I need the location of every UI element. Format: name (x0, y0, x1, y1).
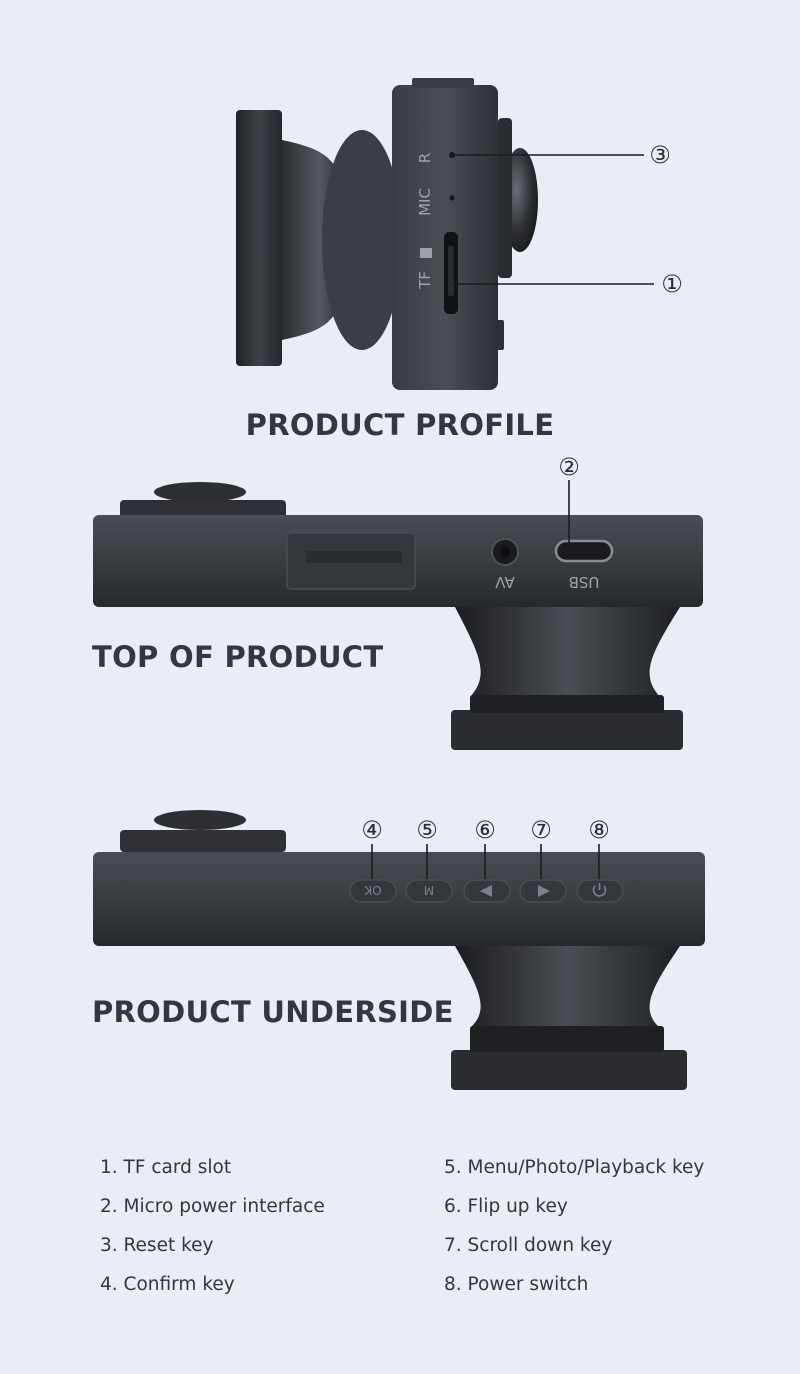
usb-label: USB (569, 573, 600, 591)
legend-item: 5. Menu/Photo/Playback key (444, 1157, 705, 1178)
callout-7: ⑦ (530, 816, 552, 844)
legend-item: 2. Micro power interface (100, 1196, 325, 1217)
tf-card-slot-inner (448, 246, 454, 296)
side-button (496, 320, 504, 350)
left-arrow-icon (480, 885, 492, 897)
mount-neck (470, 1026, 664, 1052)
callout-1: ① (661, 270, 683, 298)
legend-item: 4. Confirm key (100, 1274, 235, 1295)
reset-label: R (416, 153, 434, 163)
legend-item: 3. Reset key (100, 1235, 214, 1256)
profile-illustration: R MIC TF ③ ① (236, 78, 683, 390)
callout-2: ② (558, 453, 580, 481)
mount-plate (236, 110, 282, 366)
power-icon (592, 883, 607, 897)
section-title-underside: PRODUCT UNDERSIDE (92, 995, 454, 1029)
usb-port[interactable] (554, 539, 614, 563)
menu-button[interactable] (405, 879, 453, 903)
mount-ball (455, 946, 680, 1028)
callout-5: ⑤ (416, 816, 438, 844)
mic-hole (449, 195, 455, 201)
lens-bump (154, 810, 246, 830)
lens-housing (498, 118, 512, 278)
section-title-profile: PRODUCT PROFILE (245, 408, 555, 442)
mount-ball (455, 607, 680, 697)
callout-4: ④ (361, 816, 383, 844)
recessed-panel-slot (306, 551, 402, 563)
body-top-ridge (412, 78, 474, 88)
product-profile-figure: R MIC TF ③ ① (0, 70, 800, 400)
lens-base (120, 830, 286, 852)
lens-base (120, 500, 286, 518)
av-jack-hole (500, 547, 510, 557)
camera-underside-body (93, 852, 705, 946)
underside-illustration: ④ ⑤ ⑥ ⑦ ⑧ OK M (93, 810, 705, 1090)
callout-3: ③ (649, 141, 671, 169)
legend-item: 8. Power switch (444, 1274, 589, 1295)
legend-column-right: 5. Menu/Photo/Playback key 6. Flip up ke… (444, 1148, 704, 1304)
right-arrow-icon (538, 885, 550, 897)
legend-item: 7. Scroll down key (444, 1235, 613, 1256)
legend-item: 6. Flip up key (444, 1196, 568, 1217)
top-illustration: AV USB ② (93, 453, 703, 750)
power-button[interactable] (576, 879, 624, 903)
tf-label: TF (416, 271, 434, 290)
mount-neck (470, 695, 664, 713)
mount-plate (451, 1050, 687, 1090)
product-underside-figure: ④ ⑤ ⑥ ⑦ ⑧ OK M (0, 800, 800, 1100)
av-label: AV (494, 573, 514, 591)
mount-plate (451, 710, 683, 750)
mic-label: MIC (416, 188, 434, 216)
product-top-figure: AV USB ② (0, 445, 800, 765)
tf-icon (420, 248, 432, 258)
callout-8: ⑧ (588, 816, 610, 844)
ok-button-label: OK (363, 883, 381, 897)
legend-column-left: 1. TF card slot 2. Micro power interface… (100, 1148, 325, 1304)
callout-6: ⑥ (474, 816, 496, 844)
lens-bump (154, 482, 246, 502)
mount-joint (322, 130, 402, 350)
legend-item: 1. TF card slot (100, 1157, 232, 1178)
section-title-top: TOP OF PRODUCT (92, 640, 384, 674)
ok-button[interactable] (349, 879, 397, 903)
menu-button-label: M (424, 883, 434, 897)
